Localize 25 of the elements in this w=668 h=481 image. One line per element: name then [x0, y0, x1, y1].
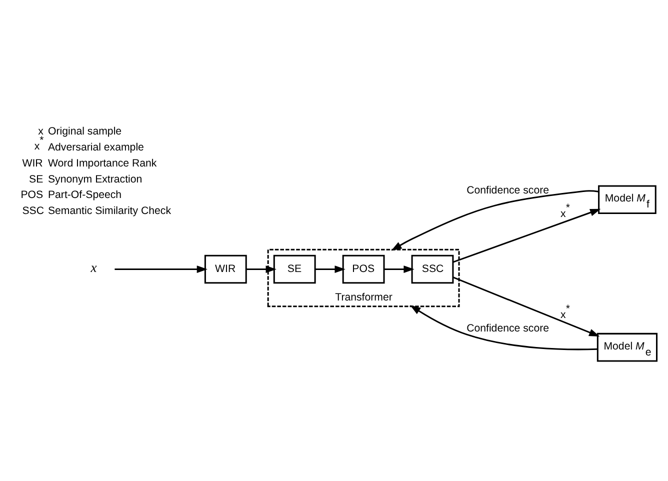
node-box: SSC: [411, 254, 454, 284]
node-box: WIR: [204, 254, 247, 284]
arrow: [410, 305, 598, 350]
arrow: [315, 266, 346, 274]
label: Synonym Extraction: [48, 173, 142, 186]
node-box: POS: [342, 254, 385, 284]
label: Part-Of-Speech: [48, 189, 122, 202]
label: SE: [29, 173, 44, 186]
arrow: [391, 190, 599, 251]
label: Original sample: [48, 126, 122, 138]
label: Adversarial example: [48, 141, 144, 154]
arrow: [246, 266, 276, 274]
label: Semantic Similarity Check: [48, 205, 172, 218]
node-box: SE: [273, 254, 316, 284]
edge-label: Confidence score: [466, 184, 550, 197]
arrow: [384, 266, 414, 274]
arrow: [452, 276, 600, 337]
arrow: [114, 266, 208, 274]
label: WIR: [22, 157, 43, 170]
label: SSC: [22, 205, 44, 218]
label: Word Importance Rank: [48, 157, 157, 170]
node-text: x: [90, 260, 97, 275]
label: POS: [20, 189, 44, 202]
edge-label: Confidence score: [466, 322, 550, 335]
arrow: [452, 208, 601, 263]
